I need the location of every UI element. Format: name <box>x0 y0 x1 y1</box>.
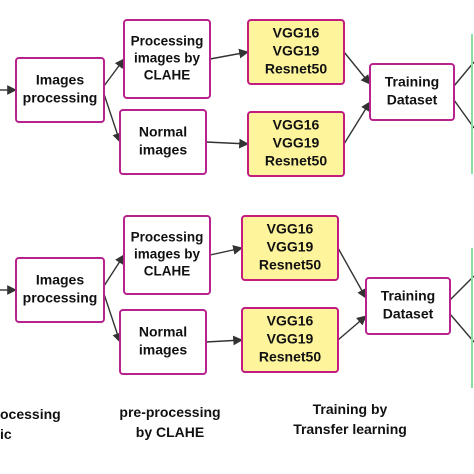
top-clahe-to-models-arrow <box>209 48 249 60</box>
top-normal-images-box-frame <box>119 109 207 175</box>
bottom-models2-to-training-arrow <box>337 315 367 341</box>
top-models-clahe-box-label-2: Resnet50 <box>265 61 327 77</box>
top-models-clahe-box-label-1: VGG19 <box>273 43 320 59</box>
bottom-normal-images-box: Normal images <box>119 309 207 375</box>
bottom-training-dataset-box-label-0: Training <box>381 288 435 304</box>
bottom-models-clahe-box-label-1: VGG19 <box>267 239 314 255</box>
bottom-images-processing-box-label-1: processing <box>23 290 98 306</box>
top-training-dataset-box-frame <box>369 63 455 121</box>
bottom-normal-images-box-frame <box>119 309 207 375</box>
top-models-normal-box-frame <box>247 111 345 177</box>
top-training-dataset-box-label-0: Training <box>385 74 439 90</box>
bottom-training-dataset-box-label-1: Dataset <box>383 306 434 322</box>
bottom-normal-to-models-arrow <box>205 335 243 346</box>
bottom-clahe-box-label-1: images by <box>134 247 201 262</box>
bottom-models-normal-box-frame <box>241 307 339 373</box>
top-models-clahe-box-label-0: VGG16 <box>273 25 320 41</box>
caption-left-line-1: ic <box>0 426 12 442</box>
top-normal-images-box-label-0: Normal <box>139 124 187 140</box>
bottom-clahe-box-label-0: Processing <box>131 230 204 245</box>
caption-right-line-0: Training by <box>313 401 388 417</box>
bottom-training-out-down-arrow <box>449 313 474 343</box>
bottom-clahe-box-label-2: CLAHE <box>144 264 191 279</box>
caption-middle-line-0: pre-processing <box>119 404 220 420</box>
top-to-normal-arrow <box>103 93 122 143</box>
bottom-models-normal-box-label-2: Resnet50 <box>259 349 321 365</box>
bottom-normal-images-box-label-1: images <box>139 342 187 358</box>
top-training-dataset-box-label-1: Dataset <box>387 92 438 108</box>
top-models2-to-training-arrow <box>343 101 371 145</box>
top-normal-images-box: Normal images <box>119 109 207 175</box>
top-models-normal-box-label-0: VGG16 <box>273 117 320 133</box>
top-training-out-down-arrow <box>453 99 474 129</box>
bottom-to-normal-arrow <box>103 293 122 343</box>
top-images-processing-box-frame <box>15 57 105 123</box>
top-models-normal-box-label-1: VGG19 <box>273 135 320 151</box>
bottom-training-dataset-box-frame <box>365 277 451 335</box>
bottom-models-clahe-box-frame <box>241 215 339 281</box>
top-images-processing-box-label-1: processing <box>23 90 98 106</box>
bottom-clahe-box-frame <box>123 215 211 295</box>
top-clahe-box: Processing images by CLAHE <box>123 19 211 99</box>
top-normal-images-box-label-1: images <box>139 142 187 158</box>
caption-middle-line-1: by CLAHE <box>136 424 204 440</box>
bottom-models-normal-box-label-0: VGG16 <box>267 313 314 329</box>
bottom-models-clahe-box-label-2: Resnet50 <box>259 257 321 273</box>
top-models1-to-training-arrow <box>343 51 371 85</box>
top-models-clahe-box-frame <box>247 19 345 85</box>
bottom-images-processing-box: Images processing <box>15 257 105 323</box>
diagram-arrows <box>0 34 474 388</box>
top-clahe-box-label-2: CLAHE <box>144 68 191 83</box>
bottom-images-processing-box-frame <box>15 257 105 323</box>
caption-left-line-0: ocessing <box>0 406 61 422</box>
top-clahe-box-label-1: images by <box>134 51 201 66</box>
bottom-clahe-box: Processing images by CLAHE <box>123 215 211 295</box>
bottom-to-clahe-arrow <box>103 254 125 287</box>
bottom-training-out-up-arrow <box>449 275 474 301</box>
top-clahe-box-frame <box>123 19 211 99</box>
top-to-clahe-arrow <box>103 58 125 87</box>
bottom-models-clahe-box-label-0: VGG16 <box>267 221 314 237</box>
bottom-images-processing-box-label-0: Images <box>36 272 84 288</box>
caption-right-line-1: Transfer learning <box>293 421 407 437</box>
top-images-processing-box: Images processing <box>15 57 105 123</box>
bottom-models1-to-training-arrow <box>337 247 367 299</box>
top-images-processing-box-label-0: Images <box>36 72 84 88</box>
top-normal-to-models-arrow <box>205 138 249 149</box>
bottom-clahe-to-models-arrow <box>209 245 243 256</box>
top-clahe-box-label-0: Processing <box>131 34 204 49</box>
top-training-out-up-arrow <box>453 61 474 87</box>
top-models-normal-box-label-2: Resnet50 <box>265 153 327 169</box>
bottom-models-normal-box-label-1: VGG19 <box>267 331 314 347</box>
bottom-normal-images-box-label-0: Normal <box>139 324 187 340</box>
stage-captions: ocessing ic pre-processing by CLAHE Training… <box>0 401 407 442</box>
